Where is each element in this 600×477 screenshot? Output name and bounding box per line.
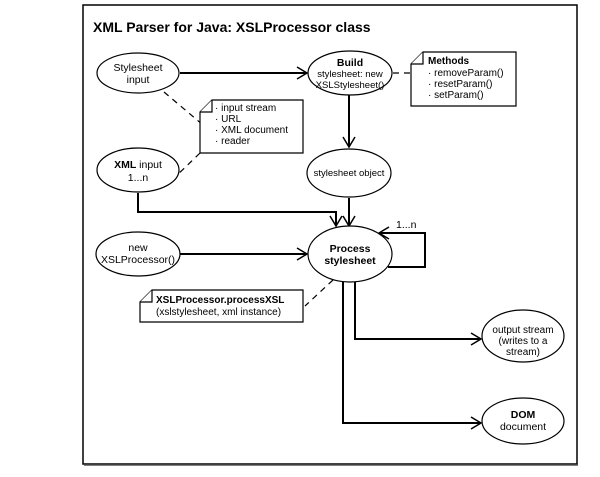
svg-text:1...n: 1...n (128, 172, 149, 184)
svg-text:· reader: · reader (215, 136, 251, 147)
node-stylesheet-input[interactable]: Stylesheet input (96, 52, 180, 94)
edge-xml-to-process (137, 193, 337, 226)
arrowhead (296, 247, 309, 261)
arrowhead (296, 66, 309, 80)
node-build-stylesheet[interactable]: Build stylesheet: new XSLStylesheet() (307, 50, 393, 96)
svg-text:(xslstylesheet, xml instance): (xslstylesheet, xml instance) (156, 307, 281, 318)
svg-text:Process: Process (330, 243, 371, 255)
svg-text:input: input (127, 74, 150, 86)
edge-process-to-dom (342, 282, 481, 424)
arrowhead (470, 332, 483, 346)
arrowhead (470, 416, 483, 430)
svg-text:XSLStylesheet(): XSLStylesheet() (316, 80, 385, 91)
svg-text:Methods: Methods (428, 56, 470, 67)
svg-text:DOM: DOM (511, 409, 536, 421)
arrowhead (342, 136, 356, 149)
note-methods: Methods · removeParam() · resetParam() ·… (410, 51, 517, 107)
svg-text:· XML document: · XML document (215, 125, 288, 136)
svg-text:· setParam(): · setParam() (428, 90, 484, 101)
svg-text:· removeParam(): · removeParam() (428, 68, 504, 79)
loop-label: 1...n (396, 219, 417, 231)
svg-text:stream): stream) (506, 347, 540, 358)
svg-text:· resetParam(): · resetParam() (428, 79, 492, 90)
svg-text:stylesheet: stylesheet (324, 255, 376, 267)
edge-process-loop (379, 232, 426, 268)
svg-text:stylesheet: new: stylesheet: new (317, 69, 383, 80)
svg-text:stylesheet object: stylesheet object (314, 168, 385, 179)
note-input-types: · input stream · URL · XML document · re… (199, 99, 304, 154)
arrowhead (329, 215, 343, 228)
svg-text:XML input: XML input (114, 159, 162, 171)
node-dom-document[interactable]: DOM document (481, 397, 565, 445)
svg-text:(writes to a: (writes to a (499, 336, 548, 347)
svg-text:new: new (128, 242, 148, 254)
note-process-call: XSLProcessor.processXSL (xslstylesheet, … (139, 289, 304, 323)
node-new-xslprocessor[interactable]: new XSLProcessor() (95, 231, 181, 277)
svg-text:XSLProcessor(): XSLProcessor() (101, 254, 175, 266)
svg-text:XSLProcessor.processXSL: XSLProcessor.processXSL (156, 295, 284, 306)
svg-text:· input stream: · input stream (215, 103, 276, 114)
node-xml-input[interactable]: XML input 1...n (96, 147, 180, 193)
note-connector (163, 91, 204, 126)
node-output-stream[interactable]: output stream (writes to a stream) (481, 309, 565, 363)
node-process-stylesheet[interactable]: Process stylesheet (307, 225, 393, 283)
diagram-title: XML Parser for Java: XSLProcessor class (93, 19, 371, 35)
svg-text:· URL: · URL (215, 114, 242, 125)
arrowhead (377, 226, 390, 240)
edge-process-to-output (354, 282, 481, 340)
svg-text:Build: Build (337, 57, 363, 69)
node-stylesheet-object[interactable]: stylesheet object (306, 148, 392, 198)
svg-text:document: document (500, 421, 546, 433)
svg-text:output stream: output stream (492, 325, 553, 336)
edges: 1...n (137, 66, 483, 430)
svg-text:Stylesheet: Stylesheet (113, 62, 162, 74)
